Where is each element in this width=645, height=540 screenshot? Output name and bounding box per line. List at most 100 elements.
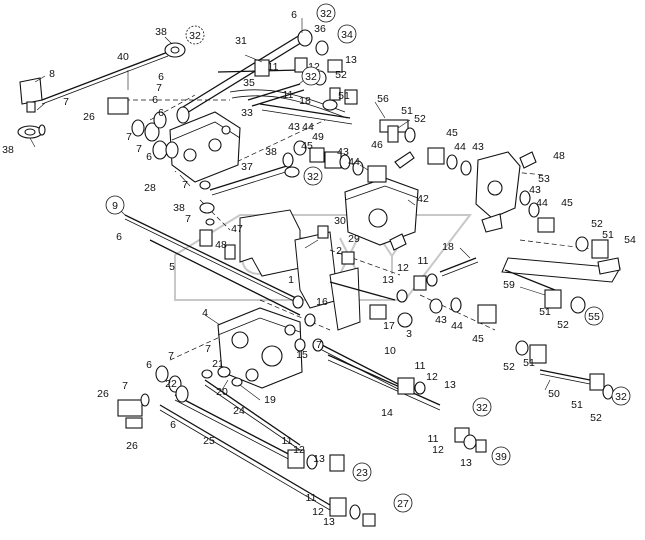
callout-52: 52 <box>591 218 603 230</box>
callout-ring-32 <box>303 166 323 186</box>
callout-6: 6 <box>152 94 158 106</box>
callout-43: 43 <box>337 146 349 158</box>
callout-12: 12 <box>432 444 444 456</box>
callout-13: 13 <box>323 516 335 528</box>
tube-lines <box>41 34 591 511</box>
callout-38: 38 <box>173 202 185 214</box>
callout-45: 45 <box>472 333 484 345</box>
callout-33: 33 <box>241 107 253 119</box>
callout-18: 18 <box>299 95 311 107</box>
callout-19: 19 <box>264 394 276 406</box>
callout-26: 26 <box>83 111 95 123</box>
fittings <box>17 29 621 527</box>
callout-14: 14 <box>381 407 393 419</box>
callout-53: 53 <box>538 173 550 185</box>
callout-7: 7 <box>182 179 188 191</box>
callout-7: 7 <box>63 96 69 108</box>
callout-6: 6 <box>170 419 176 431</box>
callout-43: 43 <box>288 121 300 133</box>
callout-6: 6 <box>291 9 297 21</box>
callout-54: 54 <box>624 234 636 246</box>
callout-45: 45 <box>301 140 313 152</box>
callout-6: 6 <box>146 359 152 371</box>
callout-11: 11 <box>268 61 279 73</box>
callout-7: 7 <box>316 339 322 351</box>
callout-42: 42 <box>417 193 429 205</box>
callout-27: 27 <box>397 498 409 510</box>
callout-13: 13 <box>444 379 456 391</box>
callout-8: 8 <box>49 68 55 80</box>
callout-43: 43 <box>435 314 447 326</box>
callout-28: 28 <box>144 182 156 194</box>
callout-32: 32 <box>307 171 319 183</box>
callout-39: 39 <box>495 451 507 463</box>
callout-11: 11 <box>282 435 293 447</box>
callout-52: 52 <box>557 319 569 331</box>
callout-44: 44 <box>302 121 314 133</box>
callout-59: 59 <box>503 279 515 291</box>
callout-4: 4 <box>202 307 208 319</box>
callout-ring-32 <box>611 386 631 406</box>
callout-7: 7 <box>185 213 191 225</box>
callout-16: 16 <box>316 296 328 308</box>
callout-52: 52 <box>414 113 426 125</box>
callout-44: 44 <box>454 141 466 153</box>
callout-46: 46 <box>371 139 383 151</box>
callout-13: 13 <box>460 457 472 469</box>
callout-5: 5 <box>169 261 175 273</box>
callout-13: 13 <box>345 54 357 66</box>
callout-15: 15 <box>296 349 308 361</box>
callout-32: 32 <box>189 30 201 42</box>
callout-7: 7 <box>126 131 132 143</box>
callout-32: 32 <box>476 402 488 414</box>
callout-32: 32 <box>305 71 317 83</box>
callout-7: 7 <box>122 380 128 392</box>
callout-37: 37 <box>241 161 253 173</box>
callout-ring-39 <box>491 446 511 466</box>
callout-13: 13 <box>313 453 325 465</box>
callout-40: 40 <box>117 51 129 63</box>
callout-24: 24 <box>233 405 245 417</box>
callout-12: 12 <box>312 506 324 518</box>
callout-51: 51 <box>338 90 350 102</box>
callout-ring-32 <box>185 25 205 45</box>
callout-51: 51 <box>602 229 614 241</box>
callout-44: 44 <box>536 197 548 209</box>
callout-32: 32 <box>615 391 627 403</box>
callout-18: 18 <box>442 241 454 253</box>
callout-11: 11 <box>306 492 317 504</box>
callout-36: 36 <box>314 23 326 35</box>
callout-3: 3 <box>406 328 412 340</box>
callout-45: 45 <box>446 127 458 139</box>
callout-32: 32 <box>320 8 332 20</box>
callout-7: 7 <box>136 143 142 155</box>
callout-51: 51 <box>539 306 551 318</box>
callout-43: 43 <box>529 184 541 196</box>
callout-ring-34 <box>337 24 357 44</box>
callout-52: 52 <box>335 69 347 81</box>
leader-lines <box>29 18 551 401</box>
callout-45: 45 <box>561 197 573 209</box>
callout-7: 7 <box>156 82 162 94</box>
callout-12: 12 <box>426 371 438 383</box>
callout-43: 43 <box>472 141 484 153</box>
callout-9: 9 <box>112 200 118 212</box>
callout-11: 11 <box>415 360 426 372</box>
callout-11: 11 <box>428 433 439 445</box>
callout-ring-9 <box>105 195 125 215</box>
valve-blocks <box>169 111 521 389</box>
callout-12: 12 <box>308 61 320 73</box>
callout-31: 31 <box>235 35 247 47</box>
callout-26: 26 <box>126 440 138 452</box>
callout-51: 51 <box>523 357 535 369</box>
callout-ring-32 <box>301 66 321 86</box>
callout-38: 38 <box>2 144 14 156</box>
callout-ring-32 <box>472 397 492 417</box>
callout-ring-32 <box>316 3 336 23</box>
callout-6: 6 <box>116 231 122 243</box>
callout-ring-23 <box>352 462 372 482</box>
callout-26: 26 <box>97 388 109 400</box>
